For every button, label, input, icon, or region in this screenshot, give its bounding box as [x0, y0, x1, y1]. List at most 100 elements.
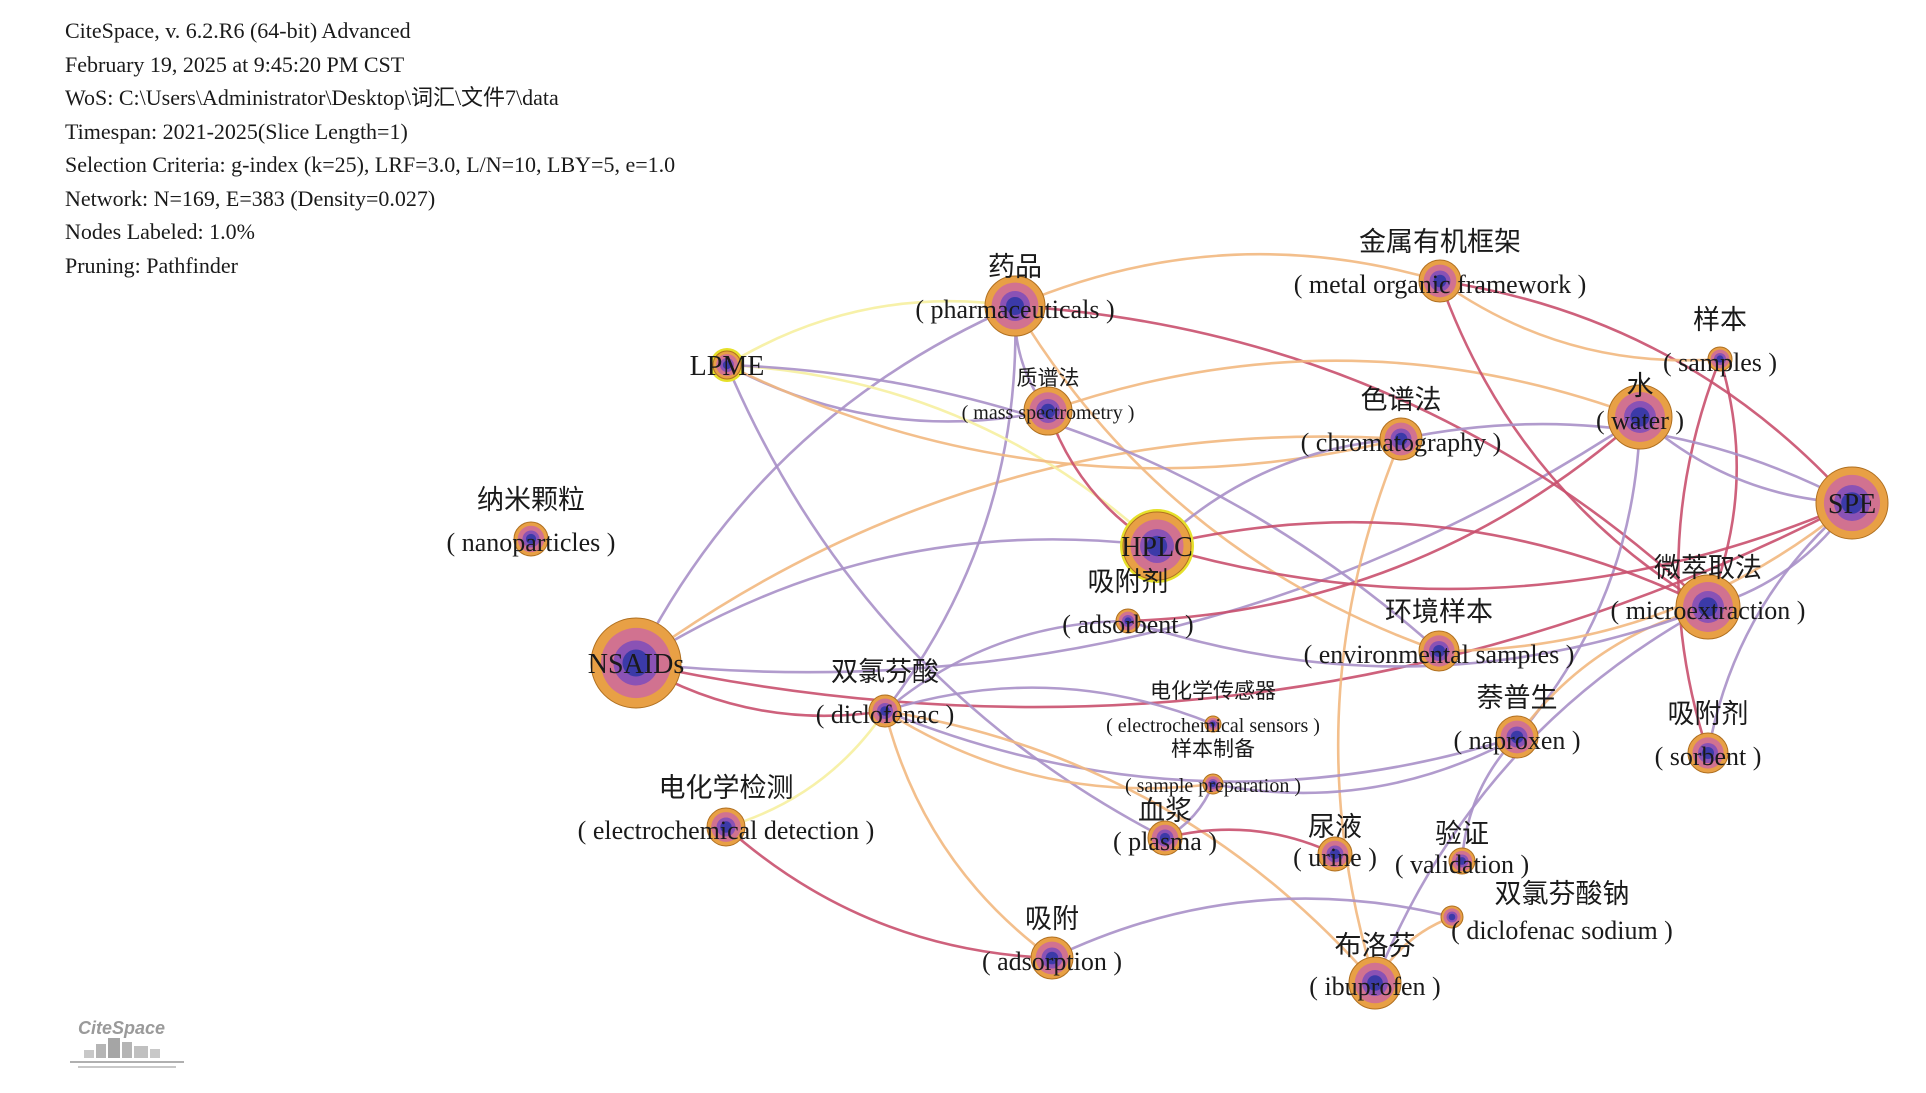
node-label-zh[interactable]: 药品	[988, 252, 1042, 283]
label-ecsens: 电化学传感器 ( electrochemical sensors )	[1106, 679, 1320, 737]
node-ring-core	[1040, 403, 1056, 419]
node-label-zh[interactable]: 水	[1627, 371, 1654, 402]
node-micro[interactable]	[1675, 574, 1741, 640]
edge-mof-micro	[1438, 280, 1709, 609]
pruning: Pruning: Pathfinder	[65, 252, 238, 278]
node-label-en[interactable]: ( metal organic framework )	[1294, 270, 1587, 299]
node-label-en[interactable]: ( diclofenac sodium )	[1451, 916, 1673, 945]
node-ibu[interactable]	[1348, 956, 1402, 1010]
node-label-en[interactable]: ( sample preparation )	[1125, 775, 1301, 797]
node-label-en[interactable]: ( samples )	[1663, 348, 1777, 377]
node-label-zh[interactable]: 质谱法	[1017, 366, 1080, 390]
network-stats: Network: N=169, E=383 (Density=0.027)	[65, 185, 436, 211]
node-plasma[interactable]	[1147, 820, 1183, 856]
node-label-zh[interactable]: 样本	[1693, 305, 1747, 336]
node-label-en[interactable]: ( nanoparticles )	[447, 528, 616, 557]
node-label[interactable]: HPLC	[1121, 532, 1193, 563]
node-label-zh[interactable]: 验证	[1435, 819, 1489, 850]
node-label[interactable]: NSAIDs	[588, 649, 684, 680]
node-pharm[interactable]	[984, 275, 1046, 337]
edge-samples-micro	[1706, 358, 1738, 608]
node-label[interactable]: LPME	[690, 351, 765, 382]
node-nsaids[interactable]	[590, 617, 682, 709]
node-label-zh[interactable]: 血浆	[1138, 796, 1192, 827]
node-label-en[interactable]: ( electrochemical detection )	[578, 816, 875, 845]
edge-micro-adsorbent	[1127, 605, 1709, 668]
node-adsorbent[interactable]	[1115, 608, 1141, 634]
node-label-en[interactable]: ( chromatography )	[1301, 428, 1502, 457]
node-prep[interactable]	[1202, 773, 1224, 795]
node-label-en[interactable]: ( adsorbent )	[1062, 610, 1193, 639]
node-label-zh[interactable]: 金属有机框架	[1359, 227, 1521, 258]
node-label-en[interactable]: ( validation )	[1395, 850, 1529, 879]
node-ring-core	[722, 360, 732, 370]
node-ring-core	[1146, 535, 1168, 557]
node-label-zh[interactable]: 尿液	[1308, 812, 1362, 843]
node-label-en[interactable]: ( plasma )	[1113, 827, 1217, 856]
node-ring-core	[1159, 832, 1171, 844]
label-water: 水 ( water )	[1596, 371, 1684, 435]
node-label-zh[interactable]: 布洛芬	[1335, 931, 1416, 962]
edge-pharm-mof	[1014, 252, 1441, 308]
node-samples[interactable]	[1707, 346, 1733, 372]
node-ring-core	[1124, 617, 1132, 625]
node-dsod[interactable]	[1440, 905, 1464, 929]
edge-chrom-ibu	[1336, 438, 1403, 984]
node-label-zh[interactable]: 双氯芬酸钠	[1495, 879, 1630, 910]
node-label-zh[interactable]: 电化学传感器	[1150, 679, 1276, 703]
node-label-en[interactable]: ( adsorption )	[982, 947, 1122, 976]
node-label[interactable]: SPE	[1828, 489, 1876, 520]
node-label-zh[interactable]: 电化学检测	[659, 773, 794, 804]
network-summary: CiteSpace, v. 6.2.R6 (64-bit) Advanced F…	[65, 14, 675, 282]
node-ring-core	[1433, 274, 1447, 288]
node-adsorp[interactable]	[1030, 936, 1074, 980]
node-ring-core	[1006, 297, 1024, 315]
node-label-zh[interactable]: 吸附	[1025, 904, 1079, 935]
node-diclo[interactable]	[868, 694, 902, 728]
node-ecsens[interactable]	[1204, 715, 1222, 733]
node-label-en[interactable]: ( ibuprofen )	[1309, 972, 1440, 1001]
node-water[interactable]	[1607, 384, 1673, 450]
edges-layer	[634, 252, 1854, 984]
node-label-en[interactable]: ( mass spectrometry )	[962, 402, 1135, 424]
node-label-en[interactable]: ( pharmaceuticals )	[915, 295, 1114, 324]
node-urine[interactable]	[1317, 836, 1353, 872]
node-label-zh[interactable]: 样本制备	[1171, 737, 1255, 761]
node-valid[interactable]	[1448, 847, 1476, 875]
node-label-en[interactable]: ( urine )	[1293, 843, 1377, 872]
node-ring-core	[1433, 645, 1445, 657]
node-label-zh[interactable]: 色谱法	[1361, 385, 1442, 416]
node-spe[interactable]	[1815, 466, 1889, 540]
node-label-en[interactable]: ( microextraction )	[1611, 596, 1806, 625]
node-nano[interactable]	[513, 521, 549, 557]
node-ring-core	[720, 821, 732, 833]
edge-plasma-urine	[1164, 828, 1336, 856]
node-ring-core	[1698, 597, 1718, 617]
node-label-zh[interactable]: 吸附剂	[1668, 699, 1749, 730]
node-label-zh[interactable]: 纳米颗粒	[477, 485, 585, 516]
node-label-zh[interactable]: 双氯芬酸	[831, 657, 939, 688]
node-label-en[interactable]: ( sorbent )	[1655, 742, 1762, 771]
node-ms[interactable]	[1023, 386, 1073, 436]
node-naprox[interactable]	[1495, 715, 1539, 759]
node-label-en[interactable]: ( electrochemical sensors )	[1106, 715, 1320, 737]
node-ecdet[interactable]	[706, 807, 746, 847]
label-ms: 质谱法 ( mass spectrometry )	[962, 366, 1135, 424]
label-hplc: HPLC	[1121, 532, 1193, 563]
node-mof[interactable]	[1418, 259, 1462, 303]
node-env[interactable]	[1418, 630, 1460, 672]
node-label-zh[interactable]: 吸附剂	[1088, 567, 1169, 598]
node-label-en[interactable]: ( environmental samples )	[1304, 640, 1575, 669]
node-chrom[interactable]	[1379, 417, 1423, 461]
node-label-zh[interactable]: 微萃取法	[1654, 553, 1762, 584]
edge-samples-sorbent	[1677, 358, 1722, 754]
node-label-en[interactable]: ( diclofenac )	[816, 700, 955, 729]
node-label-en[interactable]: ( naproxen )	[1453, 726, 1580, 755]
node-label-zh[interactable]: 萘普生	[1477, 683, 1558, 714]
node-label-en[interactable]: ( water )	[1596, 406, 1684, 435]
node-sorbent[interactable]	[1687, 732, 1729, 774]
node-label-zh[interactable]: 环境样本	[1385, 597, 1493, 628]
node-lpme[interactable]	[710, 348, 744, 382]
node-hplc[interactable]	[1120, 509, 1194, 583]
